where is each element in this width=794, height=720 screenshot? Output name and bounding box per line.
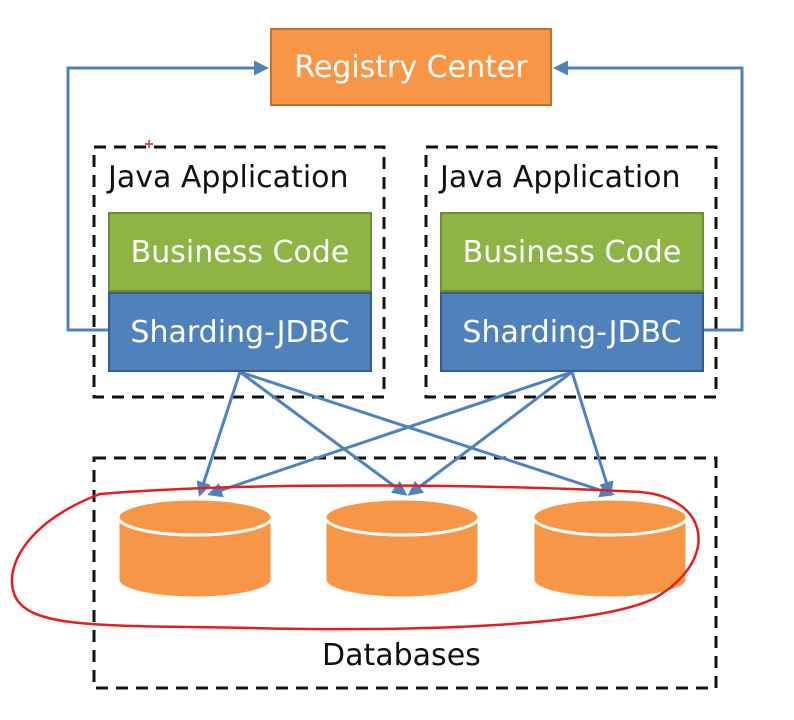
java-application-label: Java Application: [108, 160, 349, 195]
database-cylinder: [531, 497, 689, 600]
database-cylinder: [116, 497, 274, 600]
databases-label: Databases: [322, 638, 481, 673]
arrow-left-to-db1: [196, 371, 242, 497]
sharding-jdbc-box: Sharding-JDBC: [440, 292, 704, 372]
arrow-left-to-db2: [239, 370, 408, 496]
business-code-box: Business Code: [108, 212, 372, 292]
registry-connector-right: [553, 60, 744, 332]
arrow-right-to-db2: [407, 370, 573, 496]
application-group-right: [424, 145, 718, 399]
business-code-box: Business Code: [440, 212, 704, 292]
red-annotation-outline: [10, 484, 700, 631]
registry-connector-left: [66, 60, 269, 332]
arrow-left-to-db3: [239, 370, 615, 498]
arrow-right-to-db1: [207, 370, 573, 498]
application-group-left: [92, 145, 386, 399]
registry-center-box: Registry Center: [270, 28, 552, 106]
database-group: [92, 456, 718, 690]
sharding-jdbc-box: Sharding-JDBC: [108, 292, 372, 372]
arrow-right-to-db3: [570, 371, 614, 497]
red-cursor-mark: [145, 140, 153, 148]
java-application-label: Java Application: [440, 160, 681, 195]
database-cylinder: [323, 497, 481, 600]
